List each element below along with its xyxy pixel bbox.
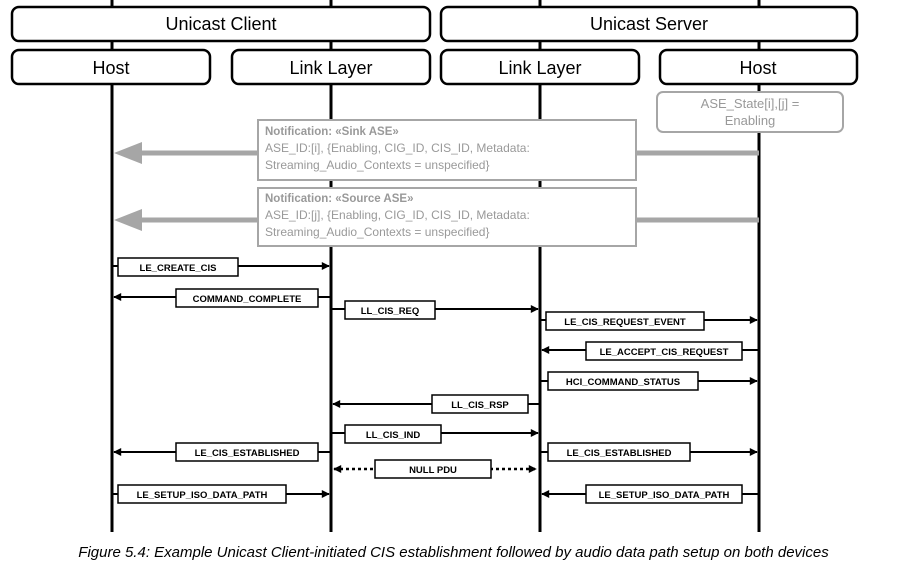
msg-label: LE_CIS_ESTABLISHED	[195, 448, 300, 459]
notification-source-line2: Streaming_Audio_Contexts = unspecified}	[265, 225, 489, 239]
msg-label: HCI_COMMAND_STATUS	[566, 377, 680, 388]
msg-le-cis-established-client: LE_CIS_ESTABLISHED	[113, 442, 330, 462]
msg-null-pdu: NULL PDU	[333, 459, 537, 479]
state-note-line1: ASE_State[i],[j] =	[701, 96, 800, 111]
msg-ll-cis-ind: LL_CIS_IND	[332, 424, 539, 444]
msg-hci-command-status: HCI_COMMAND_STATUS	[541, 371, 758, 391]
lane-label: Host	[739, 58, 776, 78]
lane-client-ll: Link Layer	[230, 48, 432, 86]
msg-command-complete: COMMAND_COMPLETE	[113, 288, 330, 308]
msg-le-setup-iso-data-path-client: LE_SETUP_ISO_DATA_PATH	[113, 484, 330, 504]
notification-sink-line1: ASE_ID:[i], {Enabling, CIG_ID, CIS_ID, M…	[265, 141, 530, 155]
group-unicast-client: Unicast Client	[10, 5, 432, 43]
msg-label: NULL PDU	[409, 465, 457, 476]
msg-le-cis-request-event: LE_CIS_REQUEST_EVENT	[541, 311, 758, 331]
notification-sink-title: Notification: «Sink ASE»	[265, 126, 399, 138]
lane-label: Link Layer	[289, 58, 372, 78]
msg-label: LE_SETUP_ISO_DATA_PATH	[599, 490, 730, 501]
group-server-label: Unicast Server	[590, 14, 708, 34]
lane-client-host: Host	[10, 48, 212, 86]
notification-sink-line2: Streaming_Audio_Contexts = unspecified}	[265, 158, 489, 172]
lane-label: Link Layer	[498, 58, 581, 78]
lane-label: Host	[92, 58, 129, 78]
lane-server-ll: Link Layer	[439, 48, 641, 86]
notification-source-box: Notification: «Source ASE» ASE_ID:[j], {…	[257, 187, 637, 247]
lane-server-host: Host	[658, 48, 859, 86]
msg-le-accept-cis-request: LE_ACCEPT_CIS_REQUEST	[541, 341, 758, 361]
group-unicast-server: Unicast Server	[439, 5, 859, 43]
msg-ll-cis-req: LL_CIS_REQ	[332, 300, 539, 320]
figure-caption: Figure 5.4: Example Unicast Client-initi…	[78, 544, 829, 561]
msg-le-create-cis: LE_CREATE_CIS	[113, 257, 330, 277]
msg-label: LL_CIS_IND	[366, 430, 421, 441]
msg-le-setup-iso-data-path-server: LE_SETUP_ISO_DATA_PATH	[541, 484, 758, 504]
state-note: ASE_State[i],[j] = Enabling	[656, 91, 844, 133]
notification-source-title: Notification: «Source ASE»	[265, 193, 413, 205]
msg-label: LL_CIS_RSP	[451, 400, 509, 411]
msg-label: LL_CIS_REQ	[361, 306, 420, 317]
notification-source-line1: ASE_ID:[j], {Enabling, CIG_ID, CIS_ID, M…	[265, 208, 530, 222]
sequence-diagram: Unicast Client Unicast Server Host Link …	[10, 0, 859, 532]
msg-label: LE_CIS_ESTABLISHED	[567, 448, 672, 459]
msg-label: LE_ACCEPT_CIS_REQUEST	[600, 347, 729, 358]
msg-label: LE_CREATE_CIS	[140, 263, 217, 274]
state-note-line2: Enabling	[725, 113, 776, 128]
notification-sink-box: Notification: «Sink ASE» ASE_ID:[i], {En…	[257, 119, 637, 181]
group-client-label: Unicast Client	[165, 14, 276, 34]
msg-label: LE_CIS_REQUEST_EVENT	[564, 317, 686, 328]
msg-ll-cis-rsp: LL_CIS_RSP	[332, 394, 539, 414]
msg-le-cis-established-server: LE_CIS_ESTABLISHED	[541, 442, 758, 462]
msg-label: COMMAND_COMPLETE	[193, 294, 302, 305]
msg-label: LE_SETUP_ISO_DATA_PATH	[137, 490, 268, 501]
